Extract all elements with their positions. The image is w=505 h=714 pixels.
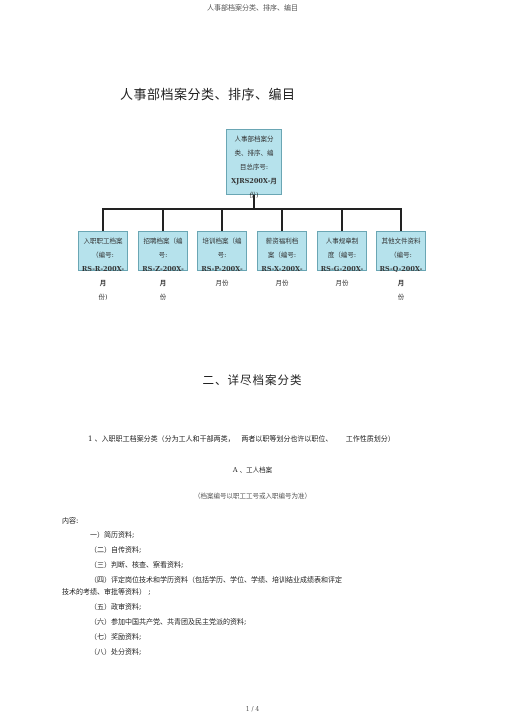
leaf-2-line-4: 份	[159, 293, 167, 301]
section-a-heading: A 、工人档案	[232, 466, 273, 474]
leaf-1-line-2: （编号:	[92, 251, 114, 259]
leaf-5-line-4: 月份	[335, 279, 349, 287]
section-a-note: （档案编号以职工工号或入职编号为准）	[194, 492, 311, 500]
chart-leaf-2: 招聘档案（编 号: RS-Z-200X- 月 份	[138, 231, 188, 301]
connector-leaf-3	[221, 208, 223, 231]
running-header: 人事部档案分类、排序、编目	[207, 4, 298, 12]
list-item: （七）奖励资料;	[90, 633, 142, 641]
root-line-1: 人事部档案分	[234, 135, 274, 143]
leaf-6-line-4: 份	[397, 293, 405, 301]
list-item: （五）政审资料;	[90, 603, 142, 611]
leaf-3-line-1: 培训档案（编	[202, 237, 242, 245]
leaf-6-line-1: 其他文件资料	[381, 237, 421, 245]
leaf-4-line-2: 案（编号:	[267, 251, 297, 259]
page-number: 1 / 4	[245, 706, 260, 713]
leaf-1-line-1: 入职职工档案	[83, 237, 123, 245]
connector-leaf-5	[341, 208, 343, 231]
leaf-3-line-2: 号:	[217, 251, 227, 259]
leaf-4-line-3: RS-X-200X-	[261, 265, 303, 273]
list-item: （四）评定岗位技术和学历资料（包括学历、学位、学绩、培训结业成绩表和评定	[90, 576, 342, 584]
leaf-3-line-3: RS-P-200X-	[201, 265, 243, 273]
leaf-4-line-4: 月份	[275, 279, 289, 287]
leaf-2-line-3: RS-Z-200X- 月	[142, 265, 184, 287]
chart-leaf-1: 入职职工档案 （编号: RS-R-200X- 月 份)	[78, 231, 128, 301]
paragraph-1: 1 、入职职工档案分类（分为工人和干部两类， 两者以职等划分也许以职位、 工作性…	[88, 435, 395, 443]
leaf-5-line-2: 度（编号:	[327, 251, 357, 259]
connector-leaf-6	[400, 208, 402, 231]
leaf-5-line-1: 人事规章制	[325, 237, 359, 245]
chart-leaf-6: 其他文件资料 （编号: RS-Q-200X- 月 份	[376, 231, 426, 301]
leaf-3-line-4: 月份	[215, 279, 229, 287]
leaf-1-line-3: RS-R-200X- 月	[81, 265, 125, 287]
root-line-2: 类、排序、编	[234, 149, 274, 157]
list-item: （二）自传资料;	[90, 546, 142, 554]
list-item: 一）简历资料;	[90, 531, 135, 539]
list-item-continuation: 技术的考绩、审批等资料） ;	[62, 588, 151, 596]
list-item: （八）处分资料;	[90, 648, 142, 656]
section-2-heading: 二、详尽档案分类	[202, 373, 303, 387]
connector-root-down	[253, 195, 255, 209]
leaf-1-line-4: 份)	[98, 293, 108, 301]
connector-leaf-2	[162, 208, 164, 231]
connector-leaf-4	[281, 208, 283, 231]
connector-leaf-1	[102, 208, 104, 231]
leaf-6-line-3: RS-Q-200X- 月	[379, 265, 423, 287]
connector-horizontal	[102, 208, 402, 210]
chart-leaf-3: 培训档案（编 号: RS-P-200X- 月份	[197, 231, 247, 287]
document-title: 人事部档案分类、排序、编目	[120, 88, 296, 103]
chart-leaf-4: 薪资福利档 案（编号: RS-X-200X- 月份	[257, 231, 307, 287]
leaf-2-line-2: 号:	[158, 251, 168, 259]
chart-root-box: 人事部档案分 类、排序、编 目总序号: XJRS200X-月 份)	[226, 129, 282, 199]
root-line-3: 目总序号:	[239, 163, 269, 171]
list-item: （六）参加中国共产党、共青团及民主党派的资料;	[90, 618, 247, 626]
chart-leaf-5: 人事规章制 度（编号: RS-G-200X- 月份	[317, 231, 367, 287]
list-item: （三）判断、核查、察看资料;	[90, 561, 184, 569]
root-line-4: XJRS200X-月	[231, 177, 277, 185]
leaf-6-line-2: （编号:	[390, 251, 412, 259]
content-label: 内容:	[62, 517, 79, 525]
leaf-2-line-1: 招聘档案（编	[143, 237, 183, 245]
leaf-4-line-1: 薪资福利档	[265, 237, 299, 245]
leaf-5-line-3: RS-G-200X-	[320, 265, 364, 273]
